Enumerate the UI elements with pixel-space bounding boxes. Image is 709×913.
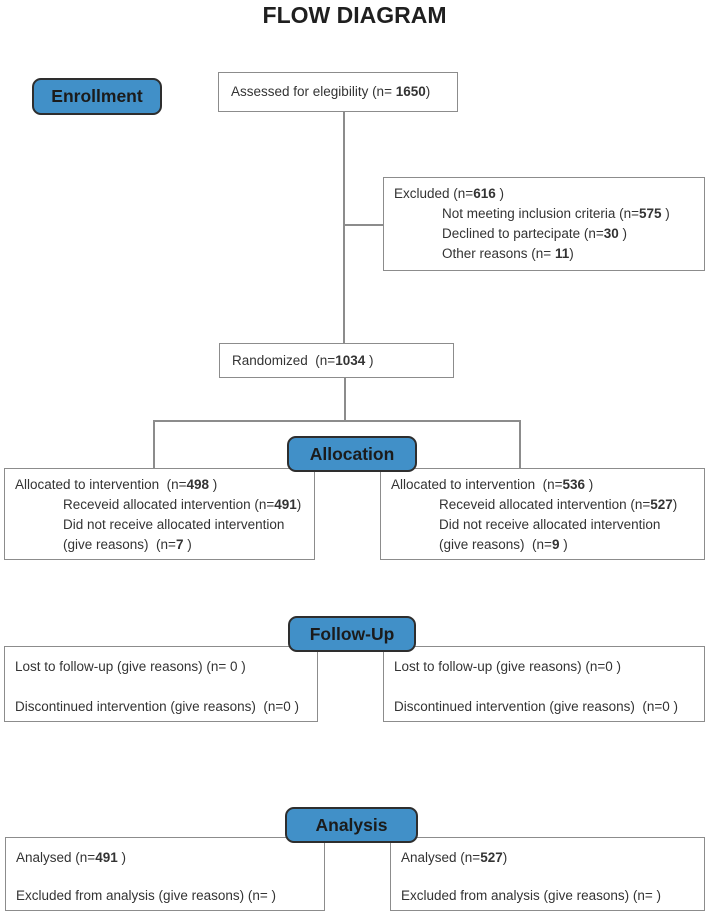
followup-right-discontinued: Discontinued intervention (give reasons)…	[394, 699, 679, 714]
assessed-text: Assessed for elegibility (n= 1650)	[231, 84, 431, 99]
analysis-badge: Analysis	[285, 807, 418, 843]
followup-left-discontinued: Discontinued intervention (give reasons)…	[15, 699, 300, 714]
allocated-left-received: Receveid allocated intervention (n=491)	[63, 497, 302, 512]
followup-badge: Follow-Up	[288, 616, 416, 652]
connector-branch-horizontal	[153, 420, 520, 422]
assessed-box: Assessed for elegibility (n= 1650)	[218, 72, 458, 112]
allocation-right-box: Allocated to intervention (n=536 ) Recev…	[380, 468, 705, 560]
excluded-other: Other reasons (n= 11)	[442, 246, 574, 261]
analysis-right-box: Analysed (n=527) Excluded from analysis …	[390, 837, 705, 911]
allocation-left-box: Allocated to intervention (n=498 ) Recev…	[4, 468, 315, 560]
allocation-badge-label: Allocation	[309, 443, 395, 464]
allocated-right-received: Receveid allocated intervention (n=527)	[439, 497, 678, 512]
allocated-left-notreceived: Did not receive allocated intervention	[63, 517, 285, 532]
page-title: FLOW DIAGRAM	[262, 2, 447, 28]
allocated-right-total: Allocated to intervention (n=536 )	[391, 477, 594, 492]
excluded-box: Excluded (n=616 ) Not meeting inclusion …	[383, 177, 705, 271]
allocated-right-notreceived: Did not receive allocated intervention	[439, 517, 661, 532]
analysis-left-box: Analysed (n=491 ) Excluded from analysis…	[5, 837, 325, 911]
randomized-box: Randomized (n=1034 )	[219, 343, 454, 378]
randomized-text: Randomized (n=1034 )	[232, 352, 374, 368]
followup-left-box: Lost to follow-up (give reasons) (n= 0 )…	[4, 646, 318, 722]
connector-assessed-to-randomized	[343, 112, 345, 343]
analysis-right-analysed: Analysed (n=527)	[401, 850, 508, 865]
allocated-left-reasons: (give reasons) (n=7 )	[63, 537, 192, 552]
connector-to-excluded	[344, 224, 384, 226]
followup-right-lost: Lost to follow-up (give reasons) (n=0 )	[394, 659, 621, 674]
connector-randomized-to-branch	[344, 378, 346, 421]
analysis-badge-label: Analysis	[315, 814, 388, 835]
allocated-right-reasons: (give reasons) (n=9 )	[439, 537, 568, 552]
connector-branch-left-drop	[153, 420, 155, 468]
allocation-badge: Allocation	[287, 436, 417, 472]
excluded-not-meeting: Not meeting inclusion criteria (n=575 )	[442, 206, 670, 221]
excluded-total: Excluded (n=616 )	[394, 186, 504, 201]
followup-badge-label: Follow-Up	[309, 623, 395, 644]
followup-right-box: Lost to follow-up (give reasons) (n=0 ) …	[383, 646, 705, 722]
enrollment-badge-label: Enrollment	[51, 86, 143, 106]
excluded-declined: Declined to partecipate (n=30 )	[442, 226, 628, 241]
analysis-left-excluded: Excluded from analysis (give reasons) (n…	[16, 888, 276, 903]
connector-branch-right-drop	[519, 420, 521, 468]
followup-left-lost: Lost to follow-up (give reasons) (n= 0 )	[15, 659, 246, 674]
analysis-right-excluded: Excluded from analysis (give reasons) (n…	[401, 888, 661, 903]
allocated-left-total: Allocated to intervention (n=498 )	[15, 477, 218, 492]
enrollment-badge: Enrollment	[32, 78, 162, 115]
analysis-left-analysed: Analysed (n=491 )	[16, 850, 126, 865]
